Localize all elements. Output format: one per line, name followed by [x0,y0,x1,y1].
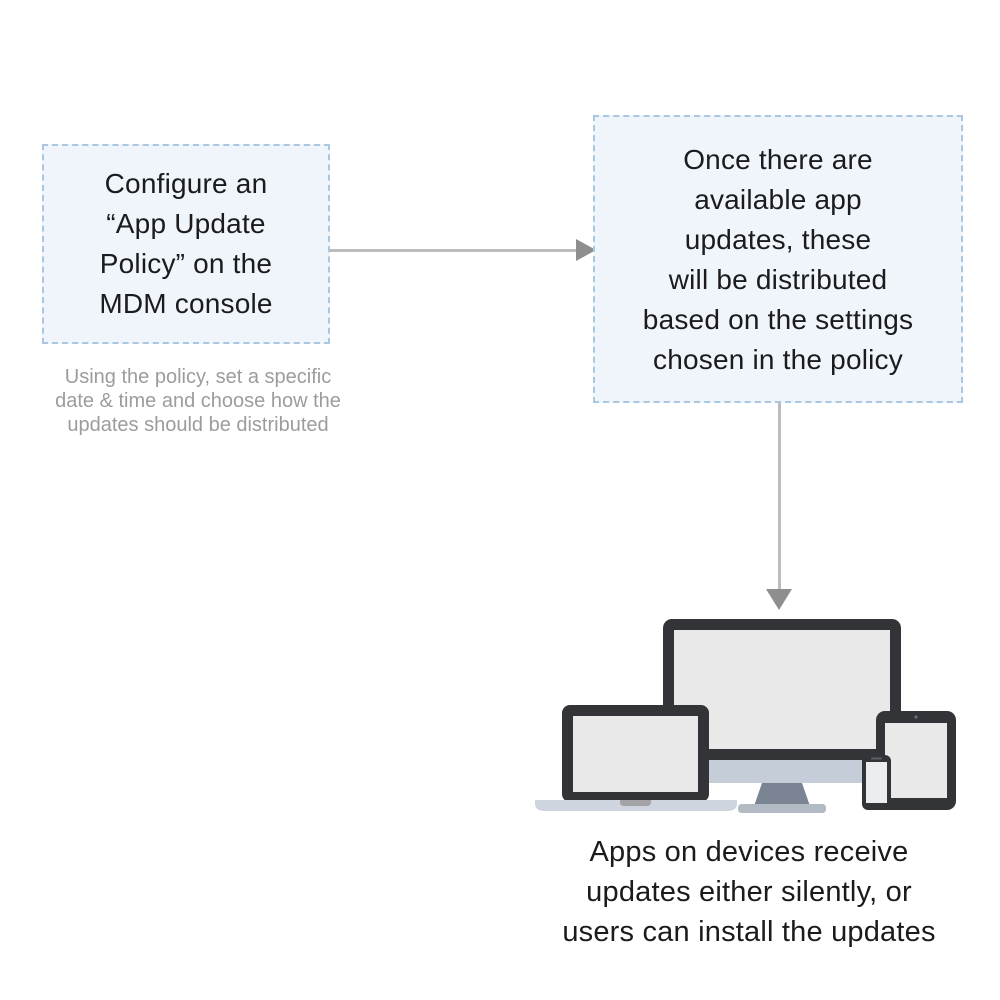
smartphone-icon [862,755,891,810]
step1-box: Configure an “App Update Policy” on the … [42,144,330,344]
arrow-right-icon [576,239,596,261]
devices-caption: Apps on devices receive updates either s… [562,836,936,948]
arrow-down-icon [766,589,792,610]
step1-caption: Using the policy, set a specific date & … [55,366,341,436]
laptop-icon [535,705,737,811]
arrow-step1-to-step2-line [330,249,577,252]
devices-illustration-svg [535,619,956,813]
step2-box: Once there are available app updates, th… [593,115,963,403]
devices-illustration [530,600,970,820]
arrow-step2-to-devices-line [778,403,781,590]
tablet-icon [876,711,956,810]
desktop-monitor-icon [663,619,901,813]
